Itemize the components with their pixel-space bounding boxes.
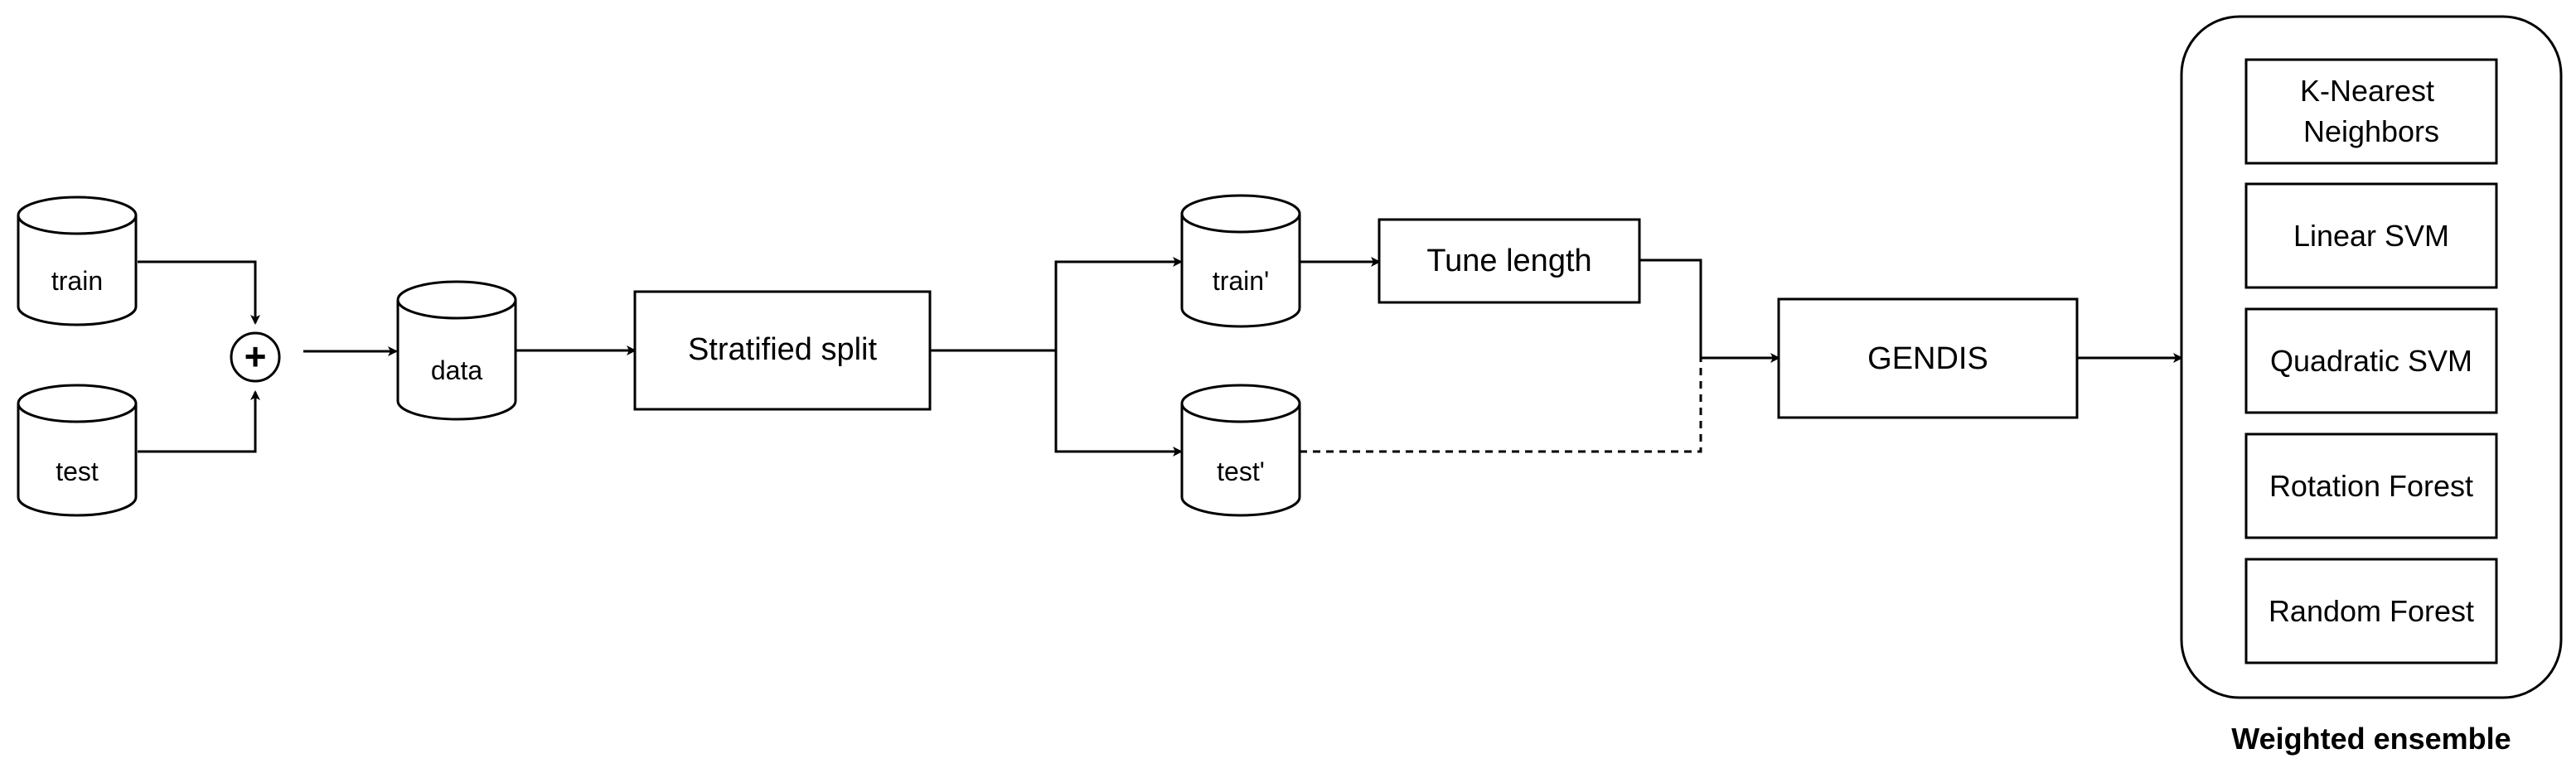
classifier-random-forest: Random Forest [2244,558,2498,664]
plus-icon: + [245,335,267,378]
classifier-linear-svm-label: Linear SVM [2293,219,2449,253]
edge-train-to-plus [138,260,260,325]
dataset-train-prime: train' [1180,194,1301,328]
gendis-label: GENDIS [1867,341,1988,376]
tune-length-label: Tune length [1426,244,1591,278]
edge-test-to-plus [138,390,260,453]
classifier-quadratic-svm: Quadratic SVM [2244,307,2498,414]
dataset-test-label: test [56,457,99,486]
dataset-data: data [396,280,517,421]
combine-operator: + [230,331,281,383]
edges [138,257,2183,457]
classifier-knn: K-Nearest Neighbors [2244,58,2498,165]
stratified-split-label: Stratified split [688,332,878,367]
classifier-knn-label: K-Nearest Neighbors [2300,74,2443,148]
dataset-train-prime-label: train' [1213,266,1269,296]
edge-tune-to-gendis [1639,258,1780,363]
process-gendis: GENDIS [1777,297,2079,419]
weighted-ensemble-label: Weighted ensemble [2231,722,2511,756]
classifier-knn-line-2: Neighbors [2303,114,2439,148]
dataset-train: train [17,196,138,326]
classifier-knn-line-1: K-Nearest [2300,74,2434,108]
process-stratified-split: Stratified split [633,290,932,411]
weighted-ensemble: K-Nearest Neighbors Linear SVM Quadratic… [2180,15,2563,756]
edge-test-prime-to-gendis [1300,358,1702,453]
dataset-train-label: train [51,266,103,296]
classifier-linear-svm: Linear SVM [2244,182,2498,289]
edge-split-to-test-prime [1054,350,1183,457]
edge-split-to-train-prime [930,257,1183,352]
dataset-test-prime-label: test' [1217,457,1265,486]
dataset-test: test [17,384,138,517]
dataset-test-prime: test' [1180,384,1301,517]
dataset-data-label: data [431,355,482,385]
process-tune-length: Tune length [1378,218,1641,304]
classifier-random-forest-label: Random Forest [2269,594,2474,628]
classifier-rotation-forest: Rotation Forest [2244,432,2498,539]
classifier-rotation-forest-label: Rotation Forest [2269,469,2473,503]
classifier-quadratic-svm-label: Quadratic SVM [2270,344,2472,378]
